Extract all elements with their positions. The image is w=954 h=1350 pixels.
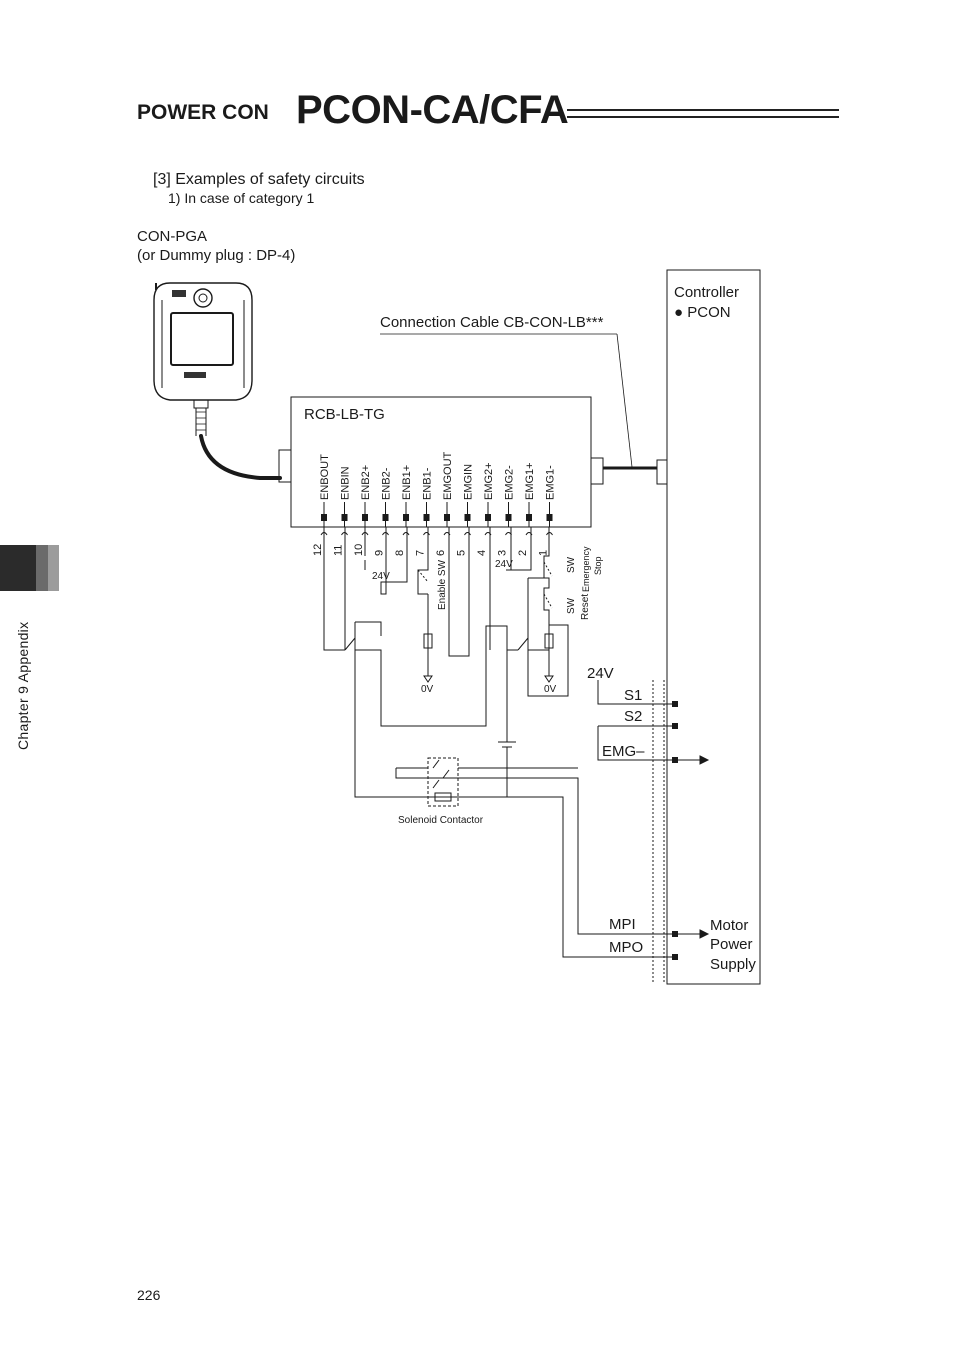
- terminal-socket: [402, 532, 410, 536]
- terminal-pin: 10: [353, 544, 365, 556]
- terminal-name: EMG2+: [483, 462, 495, 500]
- adapter-label: RCB-LB-TG: [304, 406, 385, 423]
- terminal-marker: [526, 514, 532, 521]
- motor-label: Supply: [710, 956, 756, 973]
- teaching-pendant-image: [153, 282, 282, 480]
- terminal-marker: [444, 514, 450, 521]
- terminal-pin: 8: [394, 550, 406, 556]
- terminal-marker: [362, 514, 368, 521]
- brand-model-title: PCON-CA/CFA: [296, 88, 569, 132]
- s2-label: S2: [624, 708, 642, 725]
- terminal-marker: [423, 514, 430, 521]
- chapter-tab-block: [36, 545, 48, 591]
- terminal-marker: [341, 514, 348, 521]
- terminal-pin: 11: [333, 545, 345, 556]
- mpo-label: MPO: [609, 939, 643, 956]
- terminal-marker: [505, 514, 512, 521]
- brand-small-title: POWER CON: [137, 101, 269, 124]
- v24-right-label: 24V: [495, 559, 513, 570]
- terminal-marker: [485, 514, 491, 521]
- cable-label: Connection Cable CB-CON-LB***: [380, 314, 604, 331]
- terminal-name: ENB2-: [381, 467, 393, 500]
- terminal-socket: [464, 532, 471, 536]
- terminal-marker: [382, 514, 389, 521]
- terminal-name: EMGOUT: [442, 451, 454, 500]
- pendant-label: CON-PGA: [137, 228, 207, 245]
- header-rule: [567, 109, 839, 111]
- estop-sw-label: Emergency: [581, 546, 591, 592]
- mpi-label: MPI: [609, 916, 636, 933]
- solenoid-contactor: [427, 757, 459, 807]
- terminal-name: EMGIN: [463, 464, 475, 500]
- chapter-tab-block: [0, 545, 36, 591]
- terminal-socket: [423, 532, 430, 536]
- terminal-marker: [403, 514, 409, 521]
- ctrl-24v-label: 24V: [587, 665, 614, 682]
- terminal-name: ENBIN: [340, 466, 352, 500]
- terminal-name: EMG1-: [545, 465, 557, 500]
- zero-v-right-label: 0V: [544, 684, 557, 695]
- terminal-name: ENB2+: [360, 465, 372, 500]
- terminal-marker: [321, 514, 327, 521]
- v24-left-label: 24V: [372, 571, 390, 582]
- terminal-marker: [464, 514, 471, 521]
- terminal-name: ENBOUT: [319, 454, 331, 500]
- controller-model: ● PCON: [674, 304, 731, 321]
- header-rule: [567, 116, 839, 118]
- pendant-label-alt: (or Dummy plug : DP-4): [137, 247, 295, 264]
- reset-sw-label: Reset: [580, 594, 591, 620]
- controller-box: [666, 269, 761, 985]
- terminal-marker: [546, 514, 553, 521]
- terminal-pin: 9: [374, 550, 386, 556]
- terminal-pin: 4: [476, 550, 488, 556]
- page-number: 226: [137, 1287, 161, 1303]
- solenoid-label: Solenoid Contactor: [398, 815, 484, 826]
- terminal-pin: 3: [497, 550, 509, 556]
- terminal-name: ENB1+: [401, 465, 413, 500]
- chapter-tab-block: [48, 545, 59, 591]
- motor-label: Motor: [710, 917, 748, 934]
- controller-label: Controller: [674, 284, 739, 301]
- section-title: [3] Examples of safety circuits: [153, 171, 365, 188]
- emg-label: EMG–: [602, 743, 645, 760]
- terminal-pin: 1: [538, 550, 550, 556]
- terminal-pin: 5: [456, 550, 468, 556]
- terminal-name: EMG2-: [504, 465, 516, 500]
- terminal-pin: 2: [517, 550, 529, 556]
- estop-sw-label: Stop: [593, 556, 603, 575]
- terminal-pin: 7: [415, 550, 427, 556]
- s1-label: S1: [624, 687, 642, 704]
- motor-label: Power: [710, 936, 753, 953]
- section-subtitle: 1) In case of category 1: [168, 190, 315, 206]
- reset-sw-label: SW: [566, 597, 577, 614]
- terminal-name: ENB1-: [422, 467, 434, 500]
- terminal-pin: 6: [435, 550, 447, 556]
- terminal-pin: 12: [312, 544, 324, 556]
- enable-sw-label: Enable SW: [437, 559, 448, 610]
- terminal-name: EMG1+: [524, 462, 536, 500]
- zero-v-left-label: 0V: [421, 684, 434, 695]
- estop-sw-label: SW: [566, 556, 577, 573]
